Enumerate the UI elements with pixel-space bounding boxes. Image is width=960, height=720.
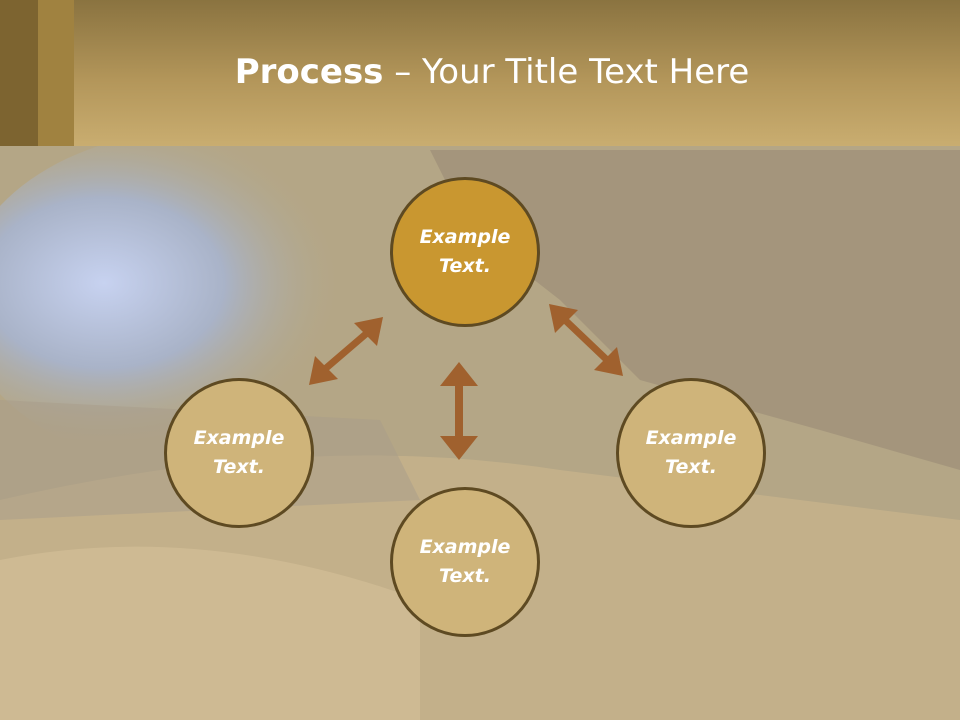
title-banner	[0, 0, 960, 146]
banner-accent-bar-light	[38, 0, 74, 146]
title-rest: – Your Title Text Here	[383, 52, 750, 92]
banner-accent-bar-dark	[0, 0, 38, 146]
slide-title: Process – Your Title Text Here	[0, 52, 960, 92]
title-bold: Process	[234, 52, 384, 92]
